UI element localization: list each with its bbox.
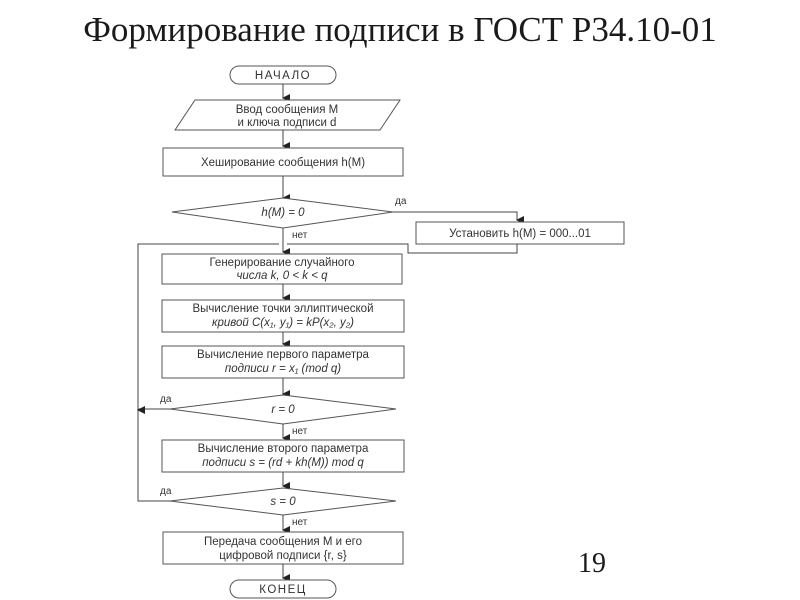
yes-label: да — [160, 394, 172, 405]
point-line2: кривой C(x₁, y₁) = kP(x₂, y₂) — [212, 317, 354, 329]
second-param-line1: Вычисление второго параметра — [198, 443, 369, 455]
first-param-line1: Вычисление первого параметра — [197, 349, 369, 361]
second-param-line2: подписи s = (rd + kh(M)) mod q — [202, 457, 364, 469]
r-zero-label: r = 0 — [271, 404, 295, 416]
generate-k-process: Генерирование случайного числа k, 0 < k … — [161, 253, 403, 285]
end-label: КОНЕЦ — [259, 584, 307, 596]
start-terminator: НАЧАЛО — [229, 65, 337, 85]
s-zero-decision: s = 0 — [169, 487, 397, 516]
s-zero-label: s = 0 — [270, 496, 296, 508]
connector-return — [287, 243, 518, 254]
input-line2: и ключа подписи d — [238, 117, 337, 129]
point-line1: Вычисление точки эллиптической — [193, 303, 374, 315]
transmit-line1: Передача сообщения M и его — [204, 536, 362, 548]
first-param-line2: подписи r = x₁ (mod q) — [225, 363, 341, 375]
start-label: НАЧАЛО — [255, 70, 311, 82]
input-line1: Ввод сообщения M — [236, 104, 338, 116]
no-label: нет — [292, 230, 308, 241]
no-label: нет — [292, 517, 308, 528]
no-label: нет — [292, 426, 308, 437]
hash-zero-label: h(M) = 0 — [261, 207, 305, 219]
set-hash-label: Установить h(M) = 000...01 — [449, 228, 591, 240]
loop-s — [137, 243, 279, 502]
end-terminator: КОНЕЦ — [229, 579, 337, 599]
first-param-process: Вычисление первого параметра подписи r =… — [161, 345, 405, 379]
input-parallelogram: Ввод сообщения M и ключа подписи d — [174, 99, 401, 131]
page-number: 19 — [578, 548, 606, 579]
set-hash-process: Установить h(M) = 000...01 — [415, 221, 625, 245]
hash-zero-decision: h(M) = 0 — [171, 197, 394, 229]
gen-k-line2: числа k, 0 < k < q — [236, 270, 328, 282]
second-param-process: Вычисление второго параметра подписи s =… — [161, 439, 405, 473]
r-zero-decision: r = 0 — [169, 394, 397, 425]
yes-label: да — [160, 486, 172, 497]
hash-process: Хеширование сообщения h(M) — [162, 147, 404, 177]
point-process: Вычисление точки эллиптической кривой C(… — [161, 299, 405, 333]
connector-yes — [393, 211, 524, 224]
slide-title: Формирование подписи в ГОСТ Р34.10-01 — [83, 10, 717, 49]
gen-k-line1: Генерирование случайного — [209, 257, 354, 269]
transmit-line2: цифровой подписи {r, s} — [219, 550, 347, 562]
hash-label: Хеширование сообщения h(M) — [201, 157, 365, 169]
transmit-process: Передача сообщения M и его цифровой подп… — [162, 531, 404, 565]
yes-label: да — [395, 196, 407, 207]
